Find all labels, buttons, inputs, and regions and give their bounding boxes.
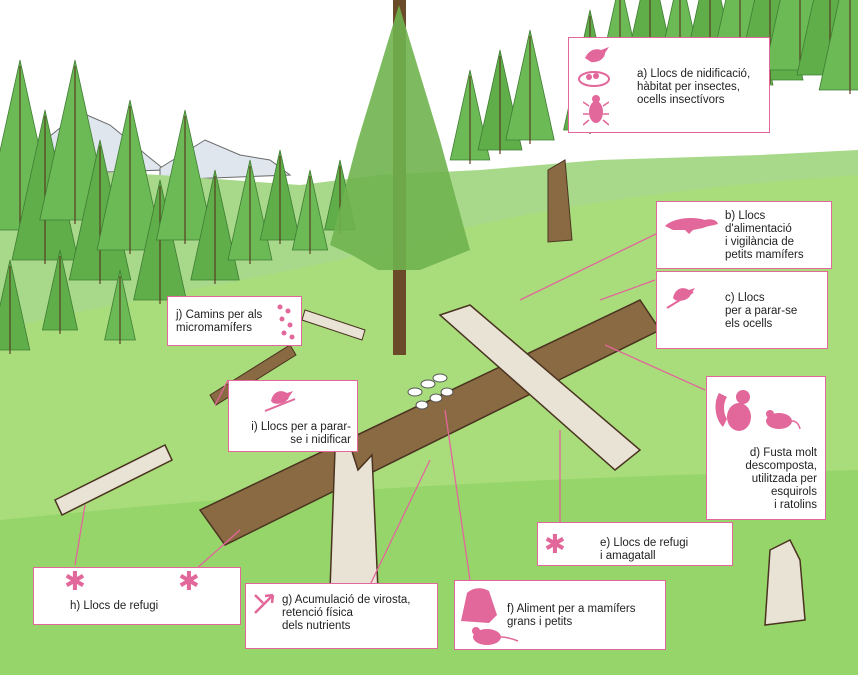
label-text-e: e) Llocs de refugi i amagatall xyxy=(600,537,689,562)
bird-perch-icon xyxy=(663,280,697,312)
fallen-log-left xyxy=(54,443,173,517)
label-text-j: j) Camins per als micromamífers xyxy=(176,309,263,334)
arrows-icon xyxy=(252,592,276,616)
label-box-h: ✱ ✱ h) Llocs de refugi xyxy=(33,567,241,625)
fallen-log-diagonal xyxy=(438,304,642,471)
mouse-icon xyxy=(759,405,801,431)
asterisk-icon: ✱ xyxy=(544,530,566,560)
label-box-i: i) Llocs per a parar- se i nidificar xyxy=(228,380,358,452)
bird-perch-icon xyxy=(263,385,297,415)
label-box-c: c) Llocs per a parar-se els ocells xyxy=(656,271,828,349)
label-text-b: b) Llocs d'alimentació i vigilància de p… xyxy=(725,210,804,261)
label-box-f: f) Aliment per a mamífers grans i petits xyxy=(454,580,666,650)
label-text-a: a) Llocs de nidificació, hàbitat per ins… xyxy=(637,68,751,106)
label-box-a: a) Llocs de nidificació, hàbitat per ins… xyxy=(568,37,770,133)
weasel-icon xyxy=(663,212,719,234)
label-text-i: i) Llocs per a parar- se i nidificar xyxy=(251,421,351,446)
boar-icon xyxy=(457,585,499,625)
label-box-e: ✱ e) Llocs de refugi i amagatall xyxy=(537,522,733,566)
label-text-d: d) Fusta molt descomposta, utilitzada pe… xyxy=(745,447,817,511)
label-text-c: c) Llocs per a parar-se els ocells xyxy=(725,292,798,330)
branch-log-j xyxy=(301,309,366,341)
broken-stump-center xyxy=(329,444,379,591)
label-text-g: g) Acumulació de virosta, retenció físic… xyxy=(282,594,411,632)
mushroom-cluster xyxy=(407,373,454,410)
label-text-h: h) Llocs de refugi xyxy=(70,600,159,612)
broken-stump-right xyxy=(764,538,806,626)
asterisk-icon: ✱ xyxy=(64,567,86,597)
label-text-f: f) Aliment per a mamífers grans i petits xyxy=(507,603,636,628)
label-box-g: g) Acumulació de virosta, retenció físic… xyxy=(245,583,438,649)
nest-icon xyxy=(577,68,611,88)
beetle-icon xyxy=(582,92,610,128)
squirrel-icon xyxy=(713,383,757,433)
snag-upper-right xyxy=(547,159,573,243)
mouse-icon xyxy=(467,625,519,647)
label-box-b: b) Llocs d'alimentació i vigilància de p… xyxy=(656,201,832,269)
label-box-j: j) Camins per als micromamífers xyxy=(167,296,302,346)
label-box-d: d) Fusta molt descomposta, utilitzada pe… xyxy=(706,376,826,520)
bird-icon xyxy=(583,44,611,66)
tall-tree-crown xyxy=(330,5,470,270)
tracks-icon xyxy=(274,301,298,341)
asterisk-icon: ✱ xyxy=(178,567,200,597)
